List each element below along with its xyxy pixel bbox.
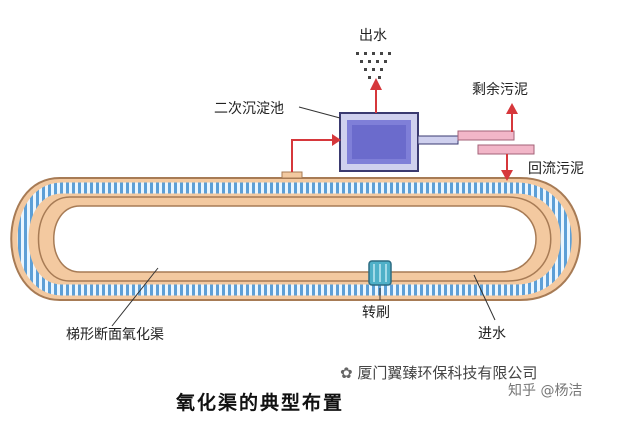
channel-name-label: 梯形断面氧化渠 [66,327,164,343]
secondary-clarifier-tank [339,112,419,172]
rotor-brush-icon [368,260,392,286]
wechat-icon: ✿ [340,364,358,382]
leader-lines [111,106,496,327]
company-watermark: ✿ 厦门翼臻环保科技有限公司 [340,364,538,382]
inlet-water-label: 进水 [478,326,506,342]
diagram-caption: 氧化渠的典型布置 [176,392,345,414]
outlet-water-label: 出水 [359,28,387,44]
return-sludge-arrow [501,154,513,181]
inflow-pipe [281,134,341,179]
zhihu-watermark: 知乎 @杨洁 [508,383,583,399]
sludge-pipe [417,130,535,155]
outflow-arrow [370,78,382,113]
return-sludge-label: 回流污泥 [528,161,584,177]
oxidation-ditch-channel [10,177,581,301]
secondary-clarifier-label: 二次沉淀池 [214,101,284,117]
excess-sludge-arrow [506,103,518,132]
excess-sludge-label: 剩余污泥 [472,82,528,98]
rotor-brush-label: 转刷 [362,305,390,321]
water-spray-dots [356,52,391,79]
